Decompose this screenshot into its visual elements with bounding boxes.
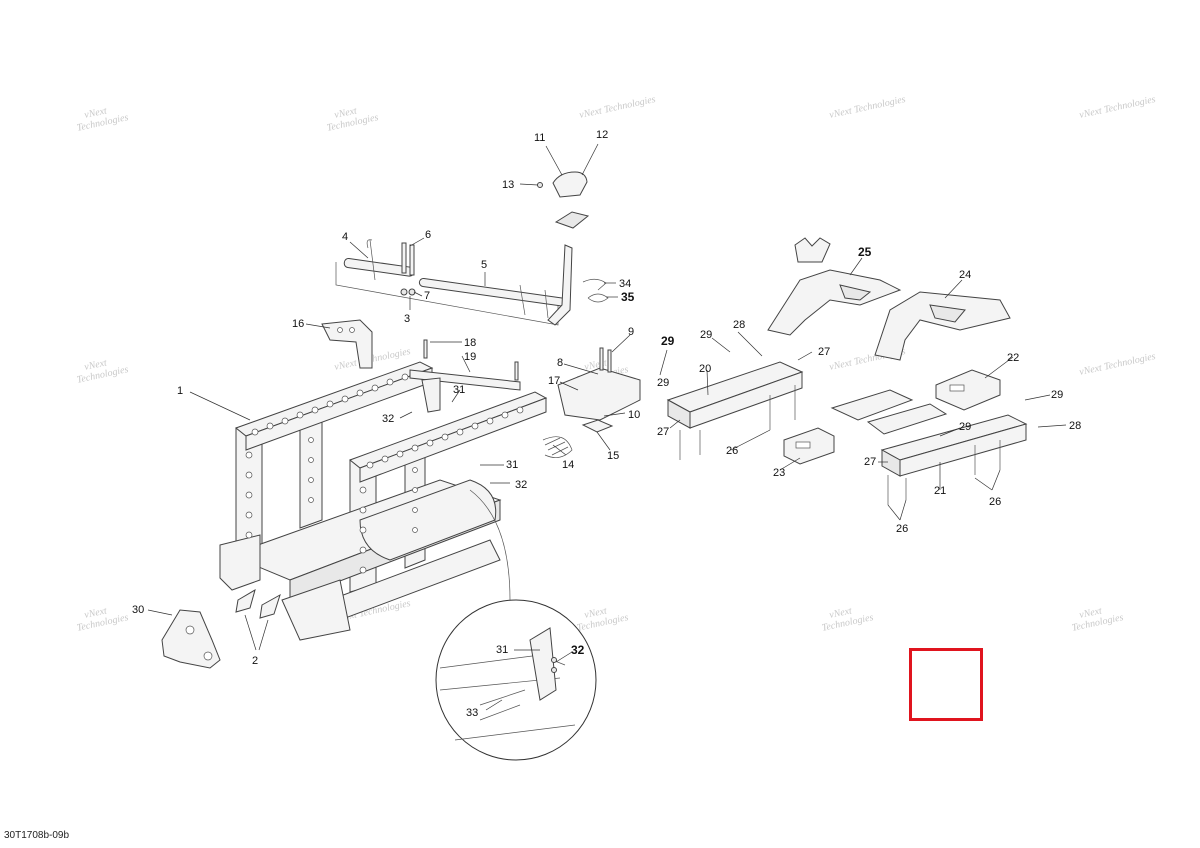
- callout-35: 35: [621, 290, 635, 304]
- callout-12: 12: [596, 129, 608, 141]
- callout-28: 28: [733, 319, 745, 331]
- hinge-bracket-30: [161, 609, 221, 669]
- svg-text:vNext Technologies: vNext Technologies: [578, 94, 656, 121]
- svg-text:vNext Technologies: vNext Technologies: [828, 94, 906, 121]
- callout-17: 17: [548, 375, 560, 387]
- callout-6: 6: [425, 229, 431, 241]
- callout-8: 8: [557, 357, 563, 369]
- callout-22: 22: [1007, 352, 1019, 364]
- callout-7: 7: [424, 290, 430, 302]
- callout-27: 27: [864, 456, 876, 468]
- link-plates-2: [235, 588, 281, 619]
- callout-21: 21: [934, 485, 946, 497]
- svg-text:vNext Technologies: vNext Technologies: [1078, 351, 1156, 378]
- watermark: vNext Technologies: [1078, 94, 1156, 121]
- callout-16: 16: [292, 318, 304, 330]
- callout-28: 28: [1069, 420, 1081, 432]
- watermark: vNext Technologies: [1071, 605, 1125, 633]
- detail-inset: [435, 489, 597, 761]
- bracket-assembly-center: [542, 347, 641, 458]
- callout-26: 26: [726, 445, 738, 457]
- watermark: vNext Technologies: [821, 605, 875, 633]
- support-bracket-24: [874, 291, 1011, 361]
- svg-text:vNext: vNext: [83, 605, 108, 621]
- svg-text:vNext Technologies: vNext Technologies: [1078, 94, 1156, 121]
- callout-29: 29: [700, 329, 712, 341]
- svg-text:vNext: vNext: [828, 605, 853, 621]
- svg-text:vNext: vNext: [1078, 605, 1103, 621]
- callout-31: 31: [453, 384, 465, 396]
- frame-20: [666, 361, 804, 460]
- main-frame-assembly: [219, 361, 548, 641]
- callout-23: 23: [773, 467, 785, 479]
- callout-13: 13: [502, 179, 514, 191]
- watermark: vNext Technologies: [326, 105, 380, 133]
- callout-26: 26: [989, 496, 1001, 508]
- bar-assembly: [335, 239, 609, 326]
- callout-30: 30: [132, 604, 144, 616]
- callout-34: 34: [619, 278, 631, 290]
- svg-text:vNext: vNext: [83, 357, 108, 373]
- callout-2: 2: [252, 655, 258, 667]
- watermark: vNext Technologies: [828, 94, 906, 121]
- callout-27: 27: [818, 346, 830, 358]
- watermark: vNext Technologies: [576, 605, 630, 633]
- callout-29: 29: [657, 377, 669, 389]
- callout-32: 32: [571, 643, 585, 657]
- callout-15: 15: [607, 450, 619, 462]
- callout-25: 25: [858, 245, 872, 259]
- figure-reference: 30T1708b-09b: [4, 830, 70, 841]
- watermark: vNext Technologies: [76, 105, 130, 133]
- watermark: vNext Technologies: [76, 605, 130, 633]
- callout-11: 11: [534, 132, 545, 144]
- callout-31: 31: [506, 459, 518, 471]
- callout-1: 1: [177, 385, 183, 397]
- callout-20: 20: [699, 363, 711, 375]
- rail-pair: [830, 389, 948, 435]
- callout-18: 18: [464, 337, 476, 349]
- callout-29: 29: [1051, 389, 1063, 401]
- bracket-22: [935, 369, 1001, 411]
- callout-26: 26: [896, 523, 908, 535]
- callout-31: 31: [496, 644, 508, 656]
- bracket-assembly-left: [321, 319, 521, 413]
- callout-10: 10: [628, 409, 640, 421]
- watermark: vNext Technologies: [1078, 351, 1156, 378]
- callout-29: 29: [959, 421, 971, 433]
- selection-highlight-box[interactable]: [909, 648, 983, 721]
- callout-32: 32: [382, 413, 394, 425]
- watermark: vNext Technologies: [76, 357, 130, 385]
- callout-3: 3: [404, 313, 410, 325]
- bracket-23: [783, 427, 835, 465]
- callout-19: 19: [464, 351, 476, 363]
- callout-24: 24: [959, 269, 971, 281]
- watermark: vNext Technologies: [578, 94, 656, 121]
- callout-33: 33: [466, 707, 478, 719]
- svg-text:vNext: vNext: [583, 605, 608, 621]
- callout-labels: 1 2 3 4 5 6 7 8 9 10 11 12 13 14 15 16 1…: [132, 129, 1081, 719]
- svg-text:vNext: vNext: [83, 105, 108, 121]
- leader-lines: [147, 143, 1067, 711]
- callout-32: 32: [515, 479, 527, 491]
- support-bracket-25: [767, 237, 902, 336]
- frame-21: [880, 414, 1028, 505]
- callout-14: 14: [562, 459, 574, 471]
- callout-27: 27: [657, 426, 669, 438]
- callout-4: 4: [342, 231, 348, 243]
- callout-5: 5: [481, 259, 487, 271]
- callout-9: 9: [628, 326, 634, 338]
- svg-text:vNext: vNext: [333, 105, 358, 121]
- callout-29: 29: [661, 334, 675, 348]
- handle-assembly: [537, 171, 590, 229]
